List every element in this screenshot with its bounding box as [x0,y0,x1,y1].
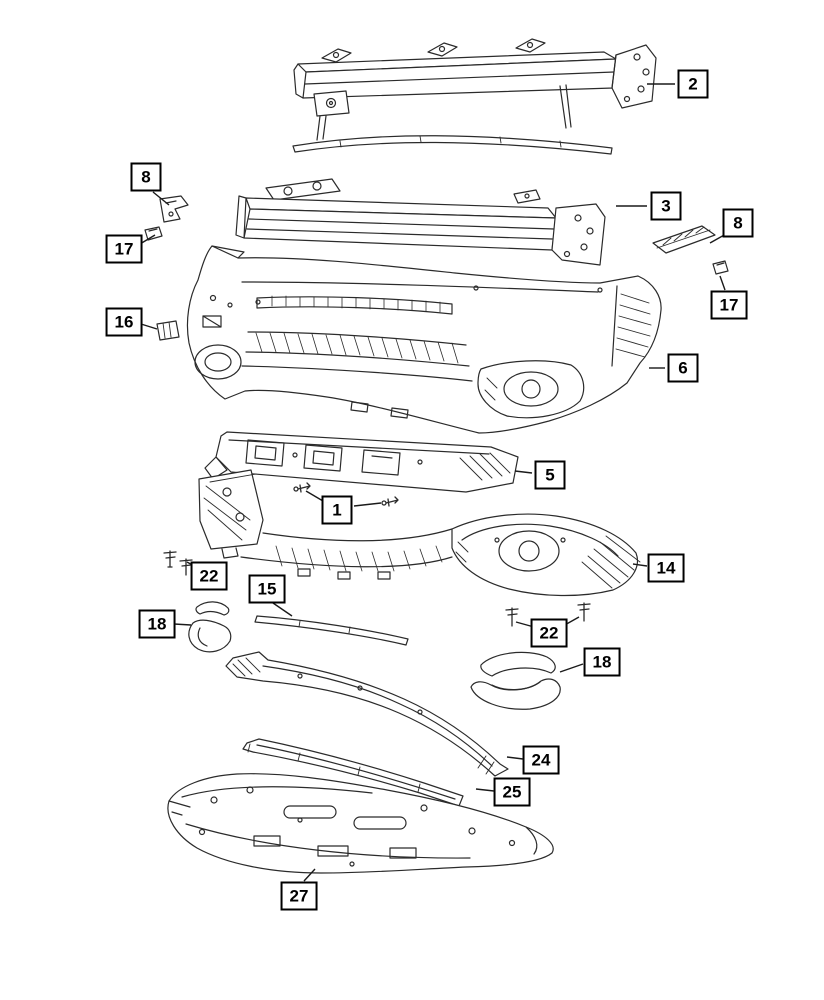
callout-label: 25 [502,782,522,802]
callout-label: 8 [141,167,151,187]
callout-label: 2 [688,74,698,94]
callout-2[interactable]: 2 [677,69,709,99]
part-impact-absorber [204,431,519,493]
callout-label: 24 [531,750,551,770]
leader-line [559,663,584,673]
part-clip-17-right [712,260,729,275]
leader-line [140,323,158,330]
leader-line [719,275,726,291]
part-clamp-18-left [188,601,232,653]
callout-22[interactable]: 22 [530,618,568,648]
callout-8[interactable]: 8 [722,208,754,238]
callout-17[interactable]: 17 [105,234,143,264]
leader-line [506,756,524,760]
callout-label: 6 [678,358,688,378]
leader-line [305,490,324,502]
callout-label: 17 [719,295,739,315]
callout-label: 14 [656,558,676,578]
leader-line [514,470,533,474]
callout-label: 18 [592,652,612,672]
leader-line [272,602,293,617]
callout-27[interactable]: 27 [280,881,318,911]
part-splash-shield-27 [167,773,554,874]
part-valance-24 [225,651,509,777]
callout-label: 22 [539,623,559,643]
callout-label: 5 [545,465,555,485]
part-bezel-18-right [470,651,561,710]
callout-6[interactable]: 6 [667,353,699,383]
callout-label: 8 [733,213,743,233]
callout-label: 1 [332,500,342,520]
part-upper-bumper-reinforcement [292,38,657,155]
part-upper-fascia [186,245,662,434]
part-molding-strip-15 [254,615,409,646]
part-screws-22-left [163,550,193,576]
callout-label: 16 [114,312,134,332]
callout-label: 15 [257,579,277,599]
callout-18[interactable]: 18 [138,609,176,639]
callout-1[interactable]: 1 [321,495,353,525]
leader-line [632,563,648,567]
callout-18[interactable]: 18 [583,647,621,677]
leader-line [475,788,495,792]
callout-22[interactable]: 22 [190,561,228,591]
callout-25[interactable]: 25 [493,777,531,807]
part-lower-bumper-reinforcement [235,178,606,266]
callout-8[interactable]: 8 [130,162,162,192]
leader-line [173,623,192,626]
leader-line [139,234,156,245]
callout-label: 22 [199,566,219,586]
leader-line [303,868,316,882]
part-screws-1 [293,482,399,507]
part-bracket-8-right [652,225,716,254]
callout-15[interactable]: 15 [248,574,286,604]
callout-label: 18 [147,614,167,634]
part-screws-22-right [505,602,591,627]
callout-24[interactable]: 24 [522,745,560,775]
callout-16[interactable]: 16 [105,307,143,337]
leader-line [353,502,382,507]
callout-label: 17 [114,239,134,259]
part-lower-fascia [198,469,641,597]
callout-label: 3 [661,196,671,216]
callout-label: 27 [289,886,309,906]
callout-17[interactable]: 17 [710,290,748,320]
callout-5[interactable]: 5 [534,460,566,490]
callout-14[interactable]: 14 [647,553,685,583]
part-clip-16 [156,320,180,341]
leader-line [152,191,170,206]
part-clip-17-left [144,226,163,241]
callout-3[interactable]: 3 [650,191,682,221]
